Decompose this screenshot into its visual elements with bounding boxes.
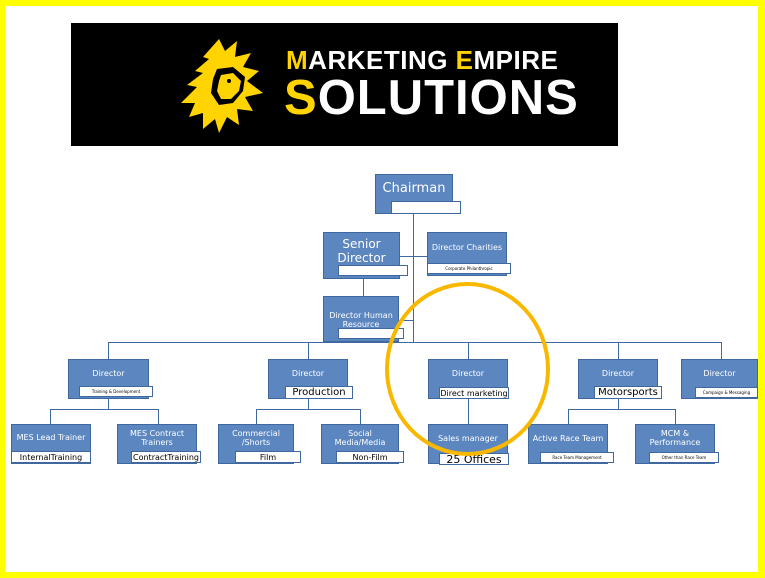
connector-line [360, 409, 361, 425]
brand-initial-m: M [286, 45, 309, 75]
chairman-subtitle [391, 201, 461, 214]
commercial-shorts-title: Commercial /Shorts [232, 428, 280, 447]
contract-trainers-subtitle: ContractTraining [131, 451, 201, 463]
highlight-ring [385, 282, 550, 456]
director-training-subtitle: Training & Development [79, 386, 153, 397]
social-media-subtitle: Non-Film [336, 451, 404, 463]
connector-line [618, 342, 619, 360]
director-campaign-subtitle: Campaign & Messaging [695, 387, 758, 398]
social-media-title: Social Media/Media [334, 428, 386, 447]
connector-line [675, 409, 676, 425]
connector-line [363, 279, 364, 298]
connector-line [50, 409, 51, 425]
brand-initial-s: S [284, 71, 318, 125]
connector-line [721, 342, 722, 360]
connector-line [108, 342, 109, 360]
connector-line [400, 256, 427, 257]
connector-line [158, 409, 159, 425]
connector-line [308, 342, 309, 360]
brand-initial-e: E [455, 45, 474, 75]
active-race-team-subtitle: Race Team Management [540, 452, 614, 463]
chairman-title: Chairman [382, 180, 446, 196]
brand-word-olutions: OLUTIONS [317, 71, 579, 125]
org-chart: Chairman Senior Director Director Charit… [5, 6, 758, 572]
connector-line [256, 409, 360, 410]
connector-line [50, 409, 158, 410]
director-charities-subtitle: Corporate Philanthropic [427, 263, 511, 274]
contract-trainers-title: MES Contract Trainers [130, 428, 184, 447]
connector-line [256, 409, 257, 425]
connector-line [308, 398, 309, 409]
senior-director-subtitle [338, 265, 408, 276]
director-charities-title: Director Charities [431, 243, 503, 253]
lead-trainer-subtitle: InternalTraining [11, 451, 91, 463]
director-campaign-title: Director [703, 369, 736, 379]
director-motorsports-title: Director [601, 369, 635, 379]
director-motorsports-subtitle: Motorsports [594, 386, 662, 399]
brand-banner: MARKETING EMPIRE SOLUTIONS [71, 23, 618, 146]
brand-word-arketing: ARKETING [308, 45, 456, 75]
brand-name-line-1: MARKETING EMPIRE [286, 45, 558, 76]
director-production-title: Director [291, 369, 325, 379]
page-canvas: MARKETING EMPIRE SOLUTIONS Chairman [5, 6, 758, 572]
director-hr-title: Director Human Resource [329, 310, 393, 329]
senior-director-title: Senior Director [337, 236, 386, 265]
mcm-performance-subtitle: Other than Race Team [649, 452, 719, 463]
brand-word-mpire: MPIRE [473, 45, 559, 75]
connector-line [108, 398, 109, 409]
active-race-team-title: Active Race Team [532, 434, 604, 444]
mcm-performance-title: MCM & Performance [649, 428, 701, 447]
director-training-title: Director [92, 369, 125, 379]
connector-line [568, 409, 569, 425]
connector-line [413, 212, 414, 342]
lion-head-icon [181, 39, 263, 133]
director-production-subtitle: Production [285, 386, 353, 399]
brand-name-line-2: SOLUTIONS [284, 72, 579, 124]
lead-trainer-title: MES Lead Trainer [16, 433, 86, 443]
connector-line [568, 409, 675, 410]
commercial-shorts-subtitle: Film [235, 451, 301, 463]
connector-line [618, 398, 619, 409]
